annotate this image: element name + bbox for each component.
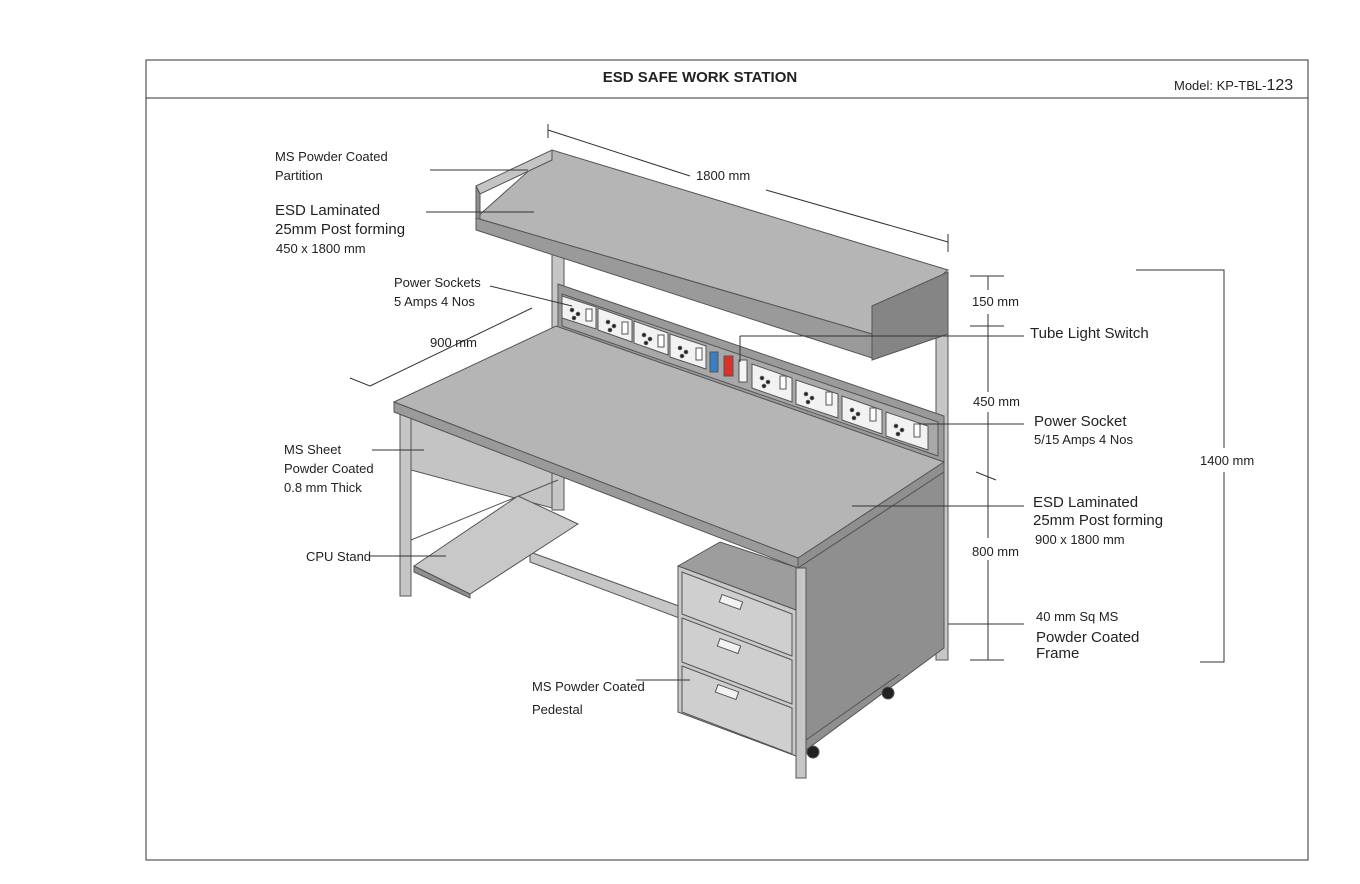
workstation-illustration [392, 149, 950, 779]
right-front-leg [795, 567, 807, 779]
cpu-stand-edge [413, 565, 471, 599]
label-partition-2: Partition [275, 168, 323, 183]
label-power-sockets-2: 5 Amps 4 Nos [394, 294, 475, 309]
drawer-2 [681, 617, 793, 705]
pedestal-bottom-rail [805, 673, 901, 741]
label-pedestal-2: Pedestal [532, 702, 583, 717]
label-power-socket-2: 5/15 Amps 4 Nos [1034, 432, 1133, 447]
drawer-3 [681, 665, 793, 755]
dim-table-height: 800 mm [972, 544, 1019, 559]
annotations: 1800 mm 900 mm 150 mm 450 mm 800 mm 1400… [275, 149, 1254, 717]
model-number: 123 [1266, 77, 1293, 94]
dimension-lines [349, 124, 1225, 663]
label-ms-sheet-3: 0.8 mm Thick [284, 480, 362, 495]
left-cross-bar [410, 479, 559, 541]
label-power-socket-1: Power Socket [1034, 413, 1127, 430]
label-frame-1: 40 mm Sq MS [1036, 609, 1119, 624]
label-cpu-stand: CPU Stand [306, 549, 371, 564]
label-table-top-2: 25mm Post forming [1033, 512, 1163, 529]
leader-lines [370, 169, 1024, 681]
label-power-sockets-1: Power Sockets [394, 275, 481, 290]
drawer-2-handle [716, 637, 742, 655]
dim-gap-height: 450 mm [973, 394, 1020, 409]
label-frame-3: Frame [1036, 645, 1079, 662]
shelf-right-end [871, 271, 949, 361]
label-partition-1: MS Powder Coated [275, 149, 388, 164]
socket-group-right [751, 363, 929, 451]
label-table-top-3: 900 x 1800 mm [1035, 532, 1125, 547]
sheet-title: ESD SAFE WORK STATION [603, 69, 797, 86]
red-switch [723, 355, 734, 377]
label-shelf-top-1: ESD Laminated [275, 202, 380, 219]
dim-length: 1800 mm [696, 168, 750, 183]
model-prefix: Model: KP-TBL- [1174, 78, 1266, 93]
label-shelf-top-2: 25mm Post forming [275, 221, 405, 238]
label-pedestal-1: MS Powder Coated [532, 679, 645, 694]
label-ms-sheet-1: MS Sheet [284, 442, 341, 457]
label-shelf-top-3: 450 x 1800 mm [276, 241, 366, 256]
socket-group-left [561, 295, 707, 370]
dim-total-height: 1400 mm [1200, 453, 1254, 468]
dim-depth: 900 mm [430, 335, 477, 350]
label-tube-light-switch: Tube Light Switch [1030, 325, 1149, 342]
castor-front [806, 745, 820, 759]
label-ms-sheet-2: Powder Coated [284, 461, 374, 476]
sheet-border [145, 59, 1309, 861]
dim-shelf-height: 150 mm [972, 294, 1019, 309]
tube-light-switch [738, 359, 748, 383]
drawer-1 [681, 571, 793, 657]
label-table-top-1: ESD Laminated [1033, 494, 1138, 511]
drawer-1-handle [718, 593, 744, 611]
castor-rear [881, 686, 895, 700]
model-label: Model: KP-TBL-123 [1174, 77, 1293, 94]
blue-switch [709, 351, 719, 373]
bottom-stretcher [529, 551, 691, 623]
drawer-3-handle [714, 683, 740, 701]
label-frame-2: Powder Coated [1036, 629, 1139, 646]
left-front-leg [399, 409, 412, 597]
